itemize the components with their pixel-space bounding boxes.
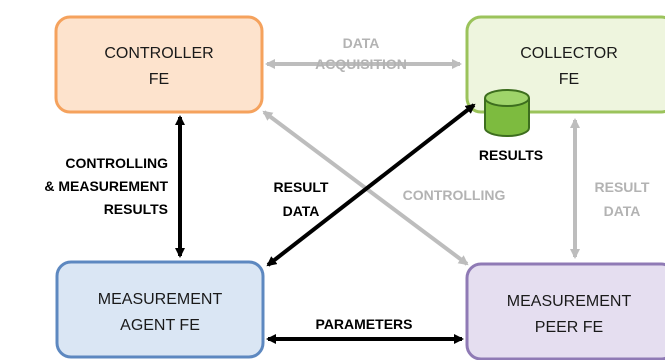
controlling-results-label-line1: CONTROLLING [65,155,168,171]
result-data-agent-label-line1: RESULT [274,179,329,195]
controlling-results-label-line3: RESULTS [104,201,168,217]
data-acquisition-label-line1: DATA [343,35,380,51]
measurement-agent-fe-label-line1: MEASUREMENT [98,291,223,308]
result-data-agent-arrow [266,103,476,267]
measurement-peer-fe-box [465,262,665,360]
controller-fe-box [54,15,264,114]
collector-fe-label-line2: FE [559,71,579,88]
data-acquisition-label-line2: ACQUISITION [315,56,407,72]
result-data-agent-label-line2: DATA [283,203,320,219]
parameters-label: PARAMETERS [316,316,413,332]
measurement-peer-fe-node: MEASUREMENT PEER FE [465,262,665,360]
collector-fe-node: COLLECTOR FE [465,15,665,114]
database-top [484,89,530,107]
controller-fe-label-line2: FE [149,71,169,88]
result-data-peer-label-line2: DATA [604,203,641,219]
measurement-agent-fe-box [55,260,265,359]
collector-fe-label-line1: COLLECTOR [520,45,618,62]
collector-fe-box [465,15,665,114]
database-body [484,98,530,137]
results-database-label: RESULTS [479,147,543,163]
measurement-peer-fe-label-line2: PEER FE [535,319,603,336]
results-database-icon [484,89,530,137]
measurement-peer-fe-label-line1: MEASUREMENT [507,293,632,310]
measurement-agent-fe-label-line2: AGENT FE [120,317,200,334]
controller-fe-node: CONTROLLER FE [54,15,264,114]
controlling-label: CONTROLLING [403,187,506,203]
result-data-peer-label-line1: RESULT [595,179,650,195]
controlling-results-label-line2: & MEASUREMENT [44,178,168,194]
measurement-agent-fe-node: MEASUREMENT AGENT FE [55,260,265,359]
controller-fe-label-line1: CONTROLLER [104,45,213,62]
